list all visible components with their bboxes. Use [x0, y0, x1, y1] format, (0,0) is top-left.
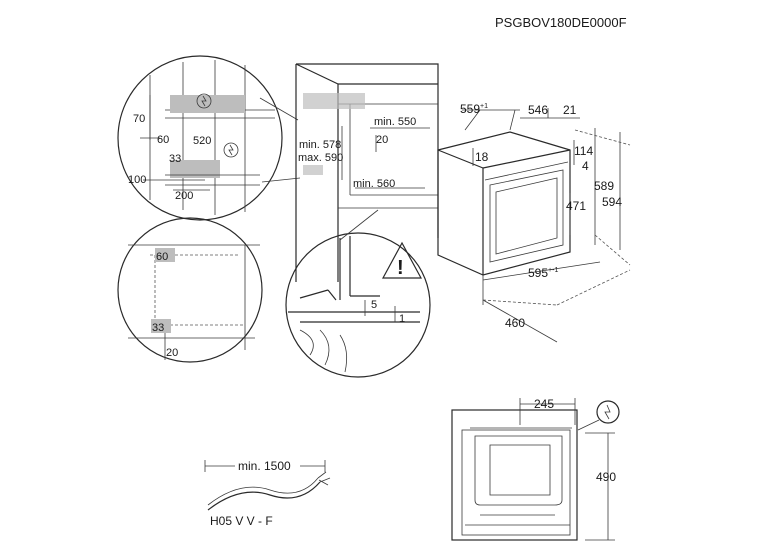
dim-5: 5 — [371, 299, 377, 311]
dim-21: 21 — [563, 103, 577, 117]
dim-18: 18 — [475, 150, 489, 164]
power-cable: min. 1500 H05 V V - F — [204, 459, 331, 528]
dim-595: 595+-1 — [528, 266, 558, 280]
dim-60: 60 — [156, 251, 168, 263]
dim-20: 20 — [166, 347, 178, 359]
dim-546: 546 — [528, 103, 548, 117]
warning-detail-circle: 5 1 ! — [285, 232, 431, 378]
dim-60: 60 — [157, 134, 169, 146]
power-plug-icon — [223, 142, 239, 158]
model-code: PSGBOV180DE0000F — [495, 15, 627, 30]
dim-520: 520 — [193, 135, 211, 147]
detail-circle-1: 70 60 520 33 100 200 — [117, 55, 283, 221]
power-plug-icon — [577, 400, 620, 431]
dim-559: 559+1 — [460, 102, 488, 116]
oven-isometric: 559+1 546 21 18 114 4 471 589 594 595+-1… — [437, 102, 631, 343]
dim-594: 594 — [602, 195, 622, 209]
dim-min-578: min. 578 — [299, 139, 341, 151]
cable-type: H05 V V - F — [210, 514, 273, 528]
dim-4: 4 — [582, 159, 589, 173]
dim-20: 20 — [376, 134, 388, 146]
dim-100: 100 — [128, 174, 146, 186]
dim-min-1500: min. 1500 — [238, 459, 291, 473]
dim-460: 460 — [505, 316, 525, 330]
dim-200: 200 — [175, 190, 193, 202]
dim-max-590: max. 590 — [298, 152, 343, 164]
dim-33: 33 — [152, 322, 164, 334]
dim-471: 471 — [566, 199, 586, 213]
dim-490: 490 — [596, 470, 616, 484]
oven-front-view: 245 490 — [451, 397, 620, 541]
dim-589: 589 — [594, 179, 614, 193]
dim-114: 114 — [574, 144, 593, 158]
dim-70: 70 — [133, 113, 145, 125]
detail-circle-2: 60 33 20 — [117, 217, 263, 363]
dim-min-560: min. 560 — [353, 178, 395, 190]
power-plug-icon — [196, 93, 212, 109]
dim-245: 245 — [534, 397, 554, 411]
dim-33: 33 — [169, 153, 181, 165]
cabinet-niche: min. 550 min. 578 max. 590 20 min. 560 — [295, 63, 439, 282]
dim-min-550: min. 550 — [374, 116, 416, 128]
warning-triangle-icon: ! — [381, 241, 423, 279]
dim-1: 1 — [399, 313, 405, 325]
svg-text:!: ! — [397, 257, 404, 279]
